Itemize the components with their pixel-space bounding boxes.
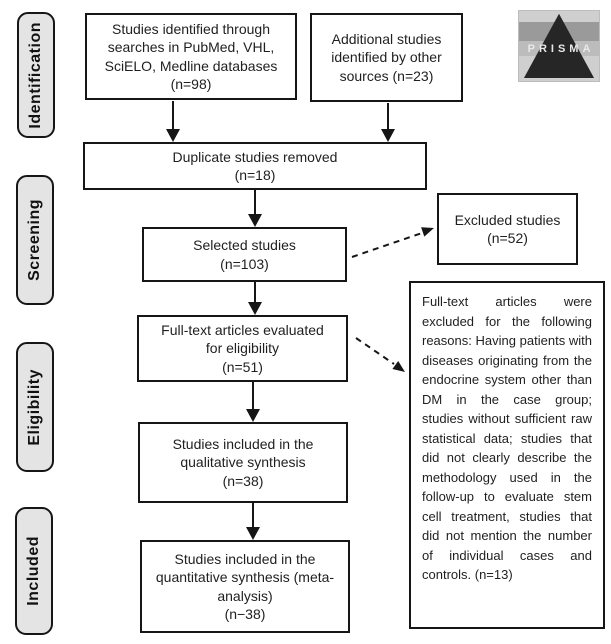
- box-studies-identified-text: Studies identified through searches in P…: [104, 20, 278, 92]
- arrow-additional-to-duplicates: [381, 103, 395, 142]
- box-duplicates-removed-text: Duplicate studies removed (n=18): [172, 148, 338, 183]
- dashed-arrow-fulltext-to-reasons: [355, 337, 405, 372]
- stage-label-identification-text: Identification: [27, 21, 44, 129]
- stage-label-included: Included: [15, 507, 53, 635]
- arrow-selected-to-fulltext: [248, 282, 262, 315]
- dashed-arrow-selected-to-excluded: [351, 227, 434, 258]
- stage-label-screening: Screening: [16, 175, 54, 305]
- box-exclusion-reasons-text: Full-text articles were excluded for the…: [422, 294, 592, 582]
- box-selected-studies: Selected studies (n=103): [142, 227, 347, 282]
- box-fulltext-evaluated: Full-text articles evaluated for eligibi…: [137, 315, 348, 382]
- stage-label-eligibility-text: Eligibility: [26, 368, 43, 446]
- arrow-identified-to-duplicates: [166, 101, 180, 142]
- box-selected-studies-text: Selected studies (n=103): [193, 237, 296, 272]
- box-additional-studies: Additional studies identified by other s…: [310, 13, 463, 102]
- arrow-fulltext-to-qualitative: [246, 382, 260, 422]
- box-duplicates-removed: Duplicate studies removed (n=18): [83, 142, 427, 190]
- box-studies-identified: Studies identified through searches in P…: [85, 13, 297, 100]
- box-qualitative-synthesis-text: Studies included in the qualitative synt…: [172, 435, 314, 489]
- arrow-duplicates-to-selected: [248, 190, 262, 227]
- box-qualitative-synthesis: Studies included in the qualitative synt…: [138, 422, 348, 503]
- box-fulltext-evaluated-text: Full-text articles evaluated for eligibi…: [161, 321, 324, 375]
- box-additional-studies-text: Additional studies identified by other s…: [331, 30, 442, 84]
- box-quantitative-synthesis-text: Studies included in the quantitative syn…: [155, 550, 335, 622]
- box-quantitative-synthesis: Studies included in the quantitative syn…: [140, 540, 350, 633]
- prisma-logo: PRISMA: [518, 10, 600, 82]
- stage-label-included-text: Included: [25, 536, 42, 606]
- stage-label-eligibility: Eligibility: [16, 342, 54, 472]
- box-excluded-studies: Excluded studies (n=52): [437, 193, 578, 265]
- box-exclusion-reasons: Full-text articles were excluded for the…: [409, 281, 605, 629]
- prisma-logo-text: PRISMA: [527, 42, 595, 55]
- stage-label-screening-text: Screening: [26, 199, 43, 281]
- box-excluded-studies-text: Excluded studies (n=52): [454, 211, 561, 246]
- stage-label-identification: Identification: [17, 12, 55, 138]
- arrow-qualitative-to-quantitative: [246, 503, 260, 540]
